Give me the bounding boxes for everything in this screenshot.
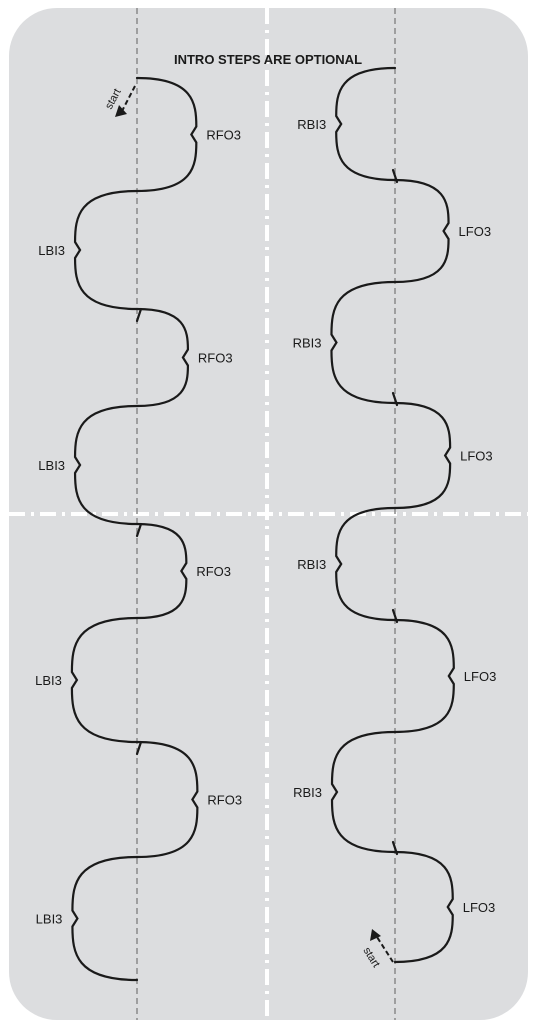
lobe-right-3 [330,280,397,405]
lobe-label-right-4: LFO3 [460,449,493,464]
lobe-label-left-7: RFO3 [207,793,242,808]
lobe-label-left-1: RFO3 [206,128,241,143]
lobe-left-6 [70,616,139,744]
lobe-label-right-2: LFO3 [459,224,492,239]
lobe-left-7 [135,740,199,859]
lobe-right-1 [335,66,397,182]
lobe-right-4 [393,401,452,510]
lobe-left-1 [135,76,198,193]
lobe-left-2 [73,189,139,311]
lobe-left-5 [135,522,188,620]
lobe-right-2 [393,178,450,284]
lobe-label-right-6: LFO3 [464,669,497,684]
lobe-label-right-3: RBI3 [293,336,322,351]
lobe-right-5 [335,506,397,622]
lobe-tick-left-5 [135,522,143,538]
lobe-label-left-3: RFO3 [198,351,233,366]
lobe-tick-right-8 [391,840,399,856]
lobe-left-4 [73,404,139,526]
lobe-tick-right-2 [391,168,399,184]
start-arrow-right [376,936,394,963]
lobe-label-left-6: LBI3 [35,673,62,688]
lobe-left-3 [135,307,190,408]
start-arrowhead-left [115,105,127,117]
lobe-right-8 [393,850,454,964]
lobe-tick-right-6 [391,608,399,624]
lobe-label-right-5: RBI3 [297,557,326,572]
lobe-tick-left-3 [135,307,143,323]
lobe-label-left-8: LBI3 [36,912,63,927]
label-group: RFO3LBI3RFO3LBI3RFO3LBI3RFO3LBI3RBI3LFO3… [35,117,496,927]
start-arrowhead-right [370,929,381,941]
lobe-label-left-4: LBI3 [38,458,65,473]
lobe-group [70,66,455,982]
lobe-right-7 [330,730,397,854]
lobe-left-8 [71,855,139,982]
lobe-right-6 [393,618,455,734]
start-arrow-left [120,85,136,114]
lobe-label-left-2: LBI3 [38,243,65,258]
lobe-label-right-1: RBI3 [297,117,326,132]
lobe-label-left-5: RFO3 [196,564,231,579]
lobe-tick-left-7 [135,740,143,756]
lobe-label-right-7: RBI3 [293,785,322,800]
lobe-tick-right-4 [391,391,399,407]
diagram-title: INTRO STEPS ARE OPTIONAL [174,52,362,67]
lobe-label-right-8: LFO3 [463,900,496,915]
